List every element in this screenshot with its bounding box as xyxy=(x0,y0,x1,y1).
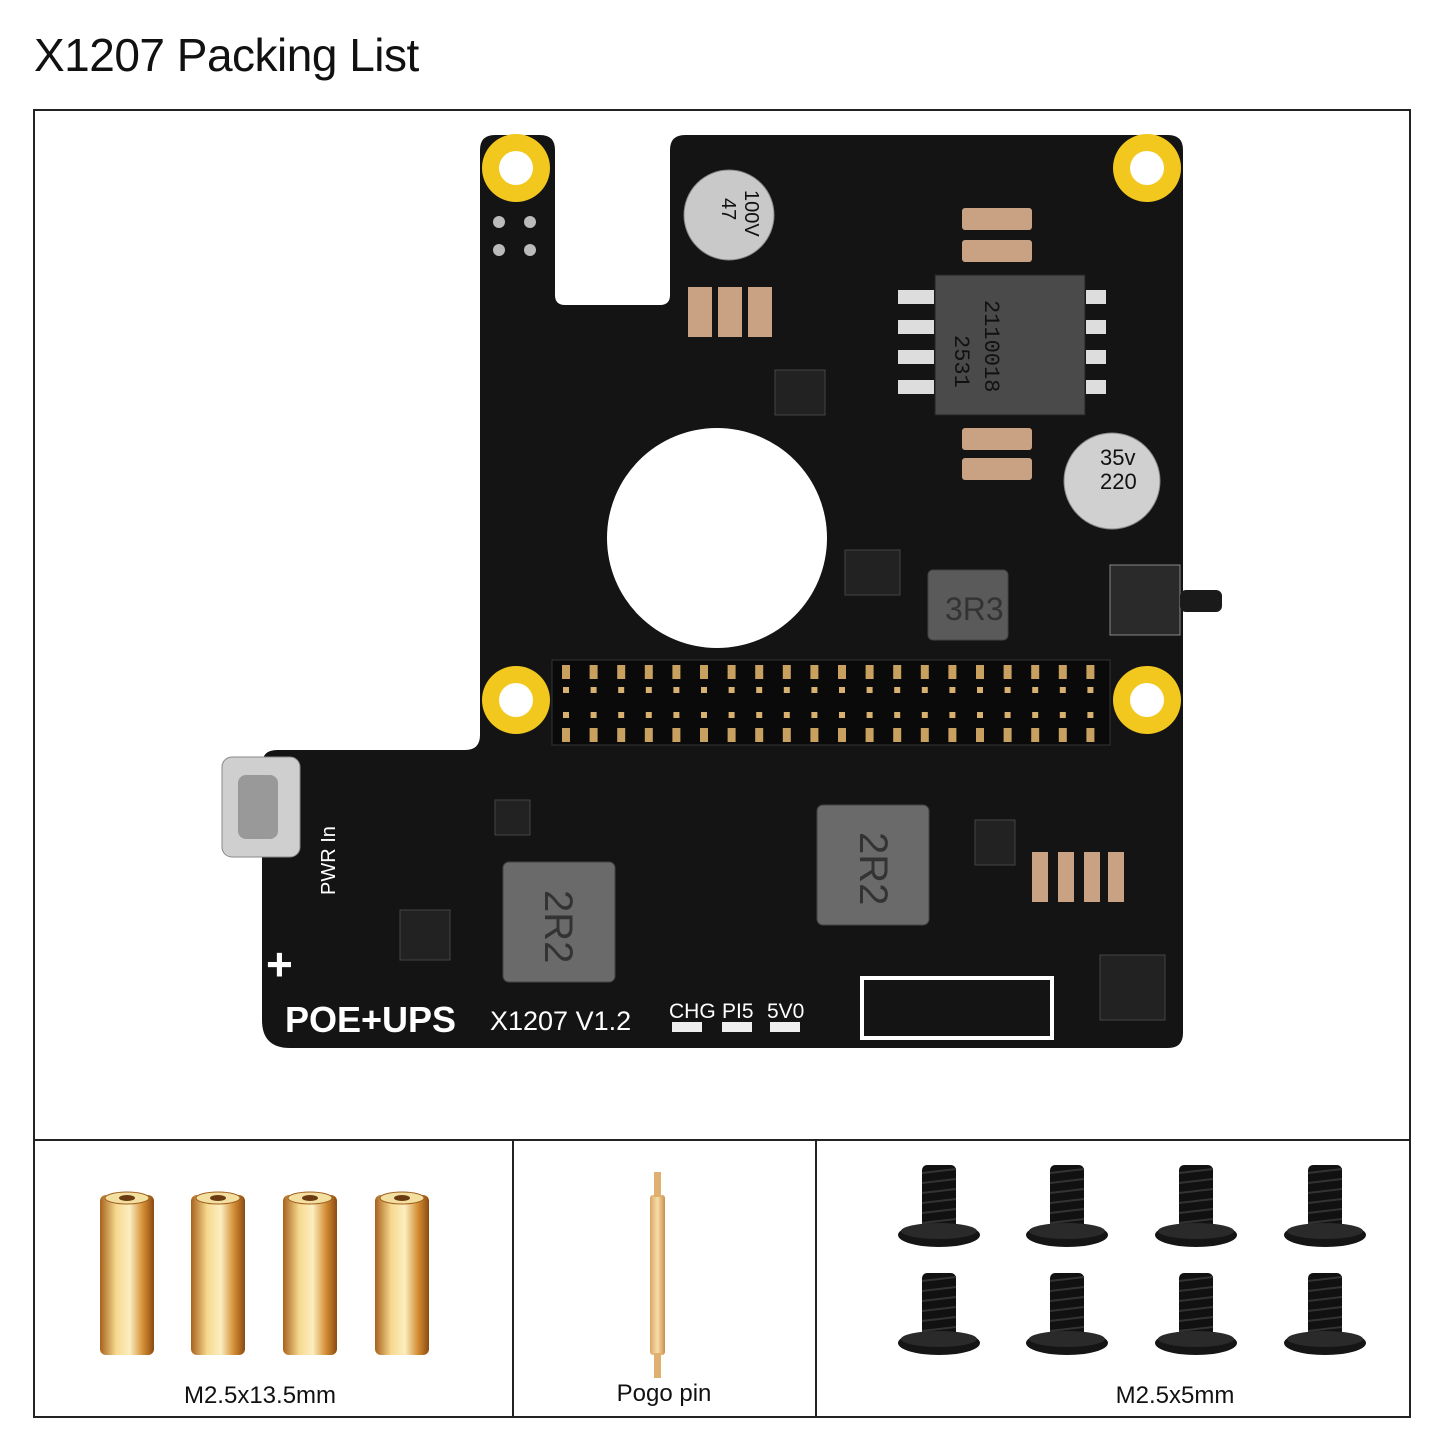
gpio-pin xyxy=(727,728,736,742)
gpio-pin xyxy=(782,728,791,742)
gpio-header xyxy=(551,659,1111,746)
gpio-pin xyxy=(1031,728,1040,742)
brass-standoffs xyxy=(100,1191,429,1355)
gpio-pin xyxy=(617,728,626,742)
divider xyxy=(33,1139,1411,1141)
inductor xyxy=(502,861,616,983)
capacitor-100v xyxy=(683,169,775,261)
brass-standoff-icon xyxy=(100,1191,154,1355)
battery-connector xyxy=(860,976,1054,1040)
svg-text:47: 47 xyxy=(717,198,739,220)
svg-text:CHG: CHG xyxy=(669,1000,716,1023)
svg-text:2R2: 2R2 xyxy=(536,890,580,963)
svg-text:2531: 2531 xyxy=(948,335,973,388)
gpio-pin xyxy=(700,665,708,679)
svg-text:2110018: 2110018 xyxy=(978,300,1003,392)
gpio-pin xyxy=(976,728,984,742)
item-label: Pogo pin xyxy=(616,1380,712,1407)
divider xyxy=(815,1140,817,1418)
gpio-pin xyxy=(1031,665,1040,679)
gpio-pin xyxy=(617,665,626,679)
svg-text:5V0: 5V0 xyxy=(767,1000,804,1023)
gpio-pin xyxy=(562,665,570,679)
product-frame xyxy=(33,109,1411,1418)
gpio-pin xyxy=(865,728,874,742)
pcb-board: 2110018 2531 100V 47 35v 220 2R2 2R2 3R3 xyxy=(221,134,1222,1048)
gpio-pin xyxy=(976,665,984,679)
gpio-pin xyxy=(755,665,764,679)
gpio-pin xyxy=(644,728,653,742)
gpio-pin xyxy=(589,728,598,742)
svg-text:2R2: 2R2 xyxy=(851,832,895,905)
gpio-pin xyxy=(893,728,902,742)
model-label: X1207 V1.2 xyxy=(490,1006,631,1036)
gpio-pin xyxy=(920,728,929,742)
gpio-pin xyxy=(672,665,681,679)
screw-icon xyxy=(1284,1165,1366,1247)
gpio-pin xyxy=(1086,665,1095,679)
gpio-pin xyxy=(920,665,929,679)
brass-standoff-icon xyxy=(283,1191,337,1355)
gpio-pin xyxy=(810,728,819,742)
svg-text:35v: 35v xyxy=(1100,445,1135,470)
screw-icon xyxy=(1026,1165,1108,1247)
item-label: M2.5x5mm xyxy=(1115,1382,1235,1409)
screw-icon xyxy=(1284,1273,1366,1355)
svg-text:3R3: 3R3 xyxy=(945,591,1004,627)
pogo-pin-icon xyxy=(650,1172,665,1378)
divider xyxy=(512,1140,514,1418)
transformer xyxy=(934,274,1086,416)
page-title: X1207 Packing List xyxy=(34,29,419,81)
board-cutout xyxy=(607,428,827,648)
gpio-pin xyxy=(727,665,736,679)
svg-text:220: 220 xyxy=(1100,469,1137,494)
gpio-pin xyxy=(755,728,764,742)
gpio-pin xyxy=(672,728,681,742)
gpio-pin xyxy=(865,665,874,679)
screw-icon xyxy=(1026,1273,1108,1355)
gpio-pin xyxy=(1003,728,1012,742)
inductor xyxy=(816,804,930,926)
brand-label: POE+UPS xyxy=(285,999,456,1040)
screw-icon xyxy=(1155,1165,1237,1247)
brass-standoff-icon xyxy=(191,1191,245,1355)
power-switch xyxy=(1109,564,1181,636)
gpio-pin xyxy=(948,728,957,742)
item-label: M2.5x13.5mm xyxy=(183,1382,337,1409)
svg-text:+: + xyxy=(266,938,293,990)
svg-text:PWR In: PWR In xyxy=(318,826,340,895)
screws xyxy=(898,1165,1366,1355)
gpio-pin xyxy=(700,728,708,742)
gpio-pin xyxy=(948,665,957,679)
gpio-pin xyxy=(589,665,598,679)
svg-text:100V: 100V xyxy=(740,190,762,237)
gpio-pin xyxy=(782,665,791,679)
screw-icon xyxy=(1155,1273,1237,1355)
inductor xyxy=(927,569,1009,641)
gpio-pin xyxy=(562,728,570,742)
brass-standoff-icon xyxy=(375,1191,429,1355)
screw-icon xyxy=(898,1273,980,1355)
gpio-pin xyxy=(1058,728,1067,742)
gpio-pin xyxy=(838,728,846,742)
gpio-pin xyxy=(838,665,846,679)
gpio-pin xyxy=(1058,665,1067,679)
gpio-pin xyxy=(1086,728,1095,742)
gpio-pin xyxy=(644,665,653,679)
gpio-pin xyxy=(893,665,902,679)
screw-icon xyxy=(898,1165,980,1247)
capacitor-35v xyxy=(1063,432,1161,530)
svg-text:PI5: PI5 xyxy=(722,1000,754,1023)
gpio-pin xyxy=(810,665,819,679)
gpio-pin xyxy=(1003,665,1012,679)
